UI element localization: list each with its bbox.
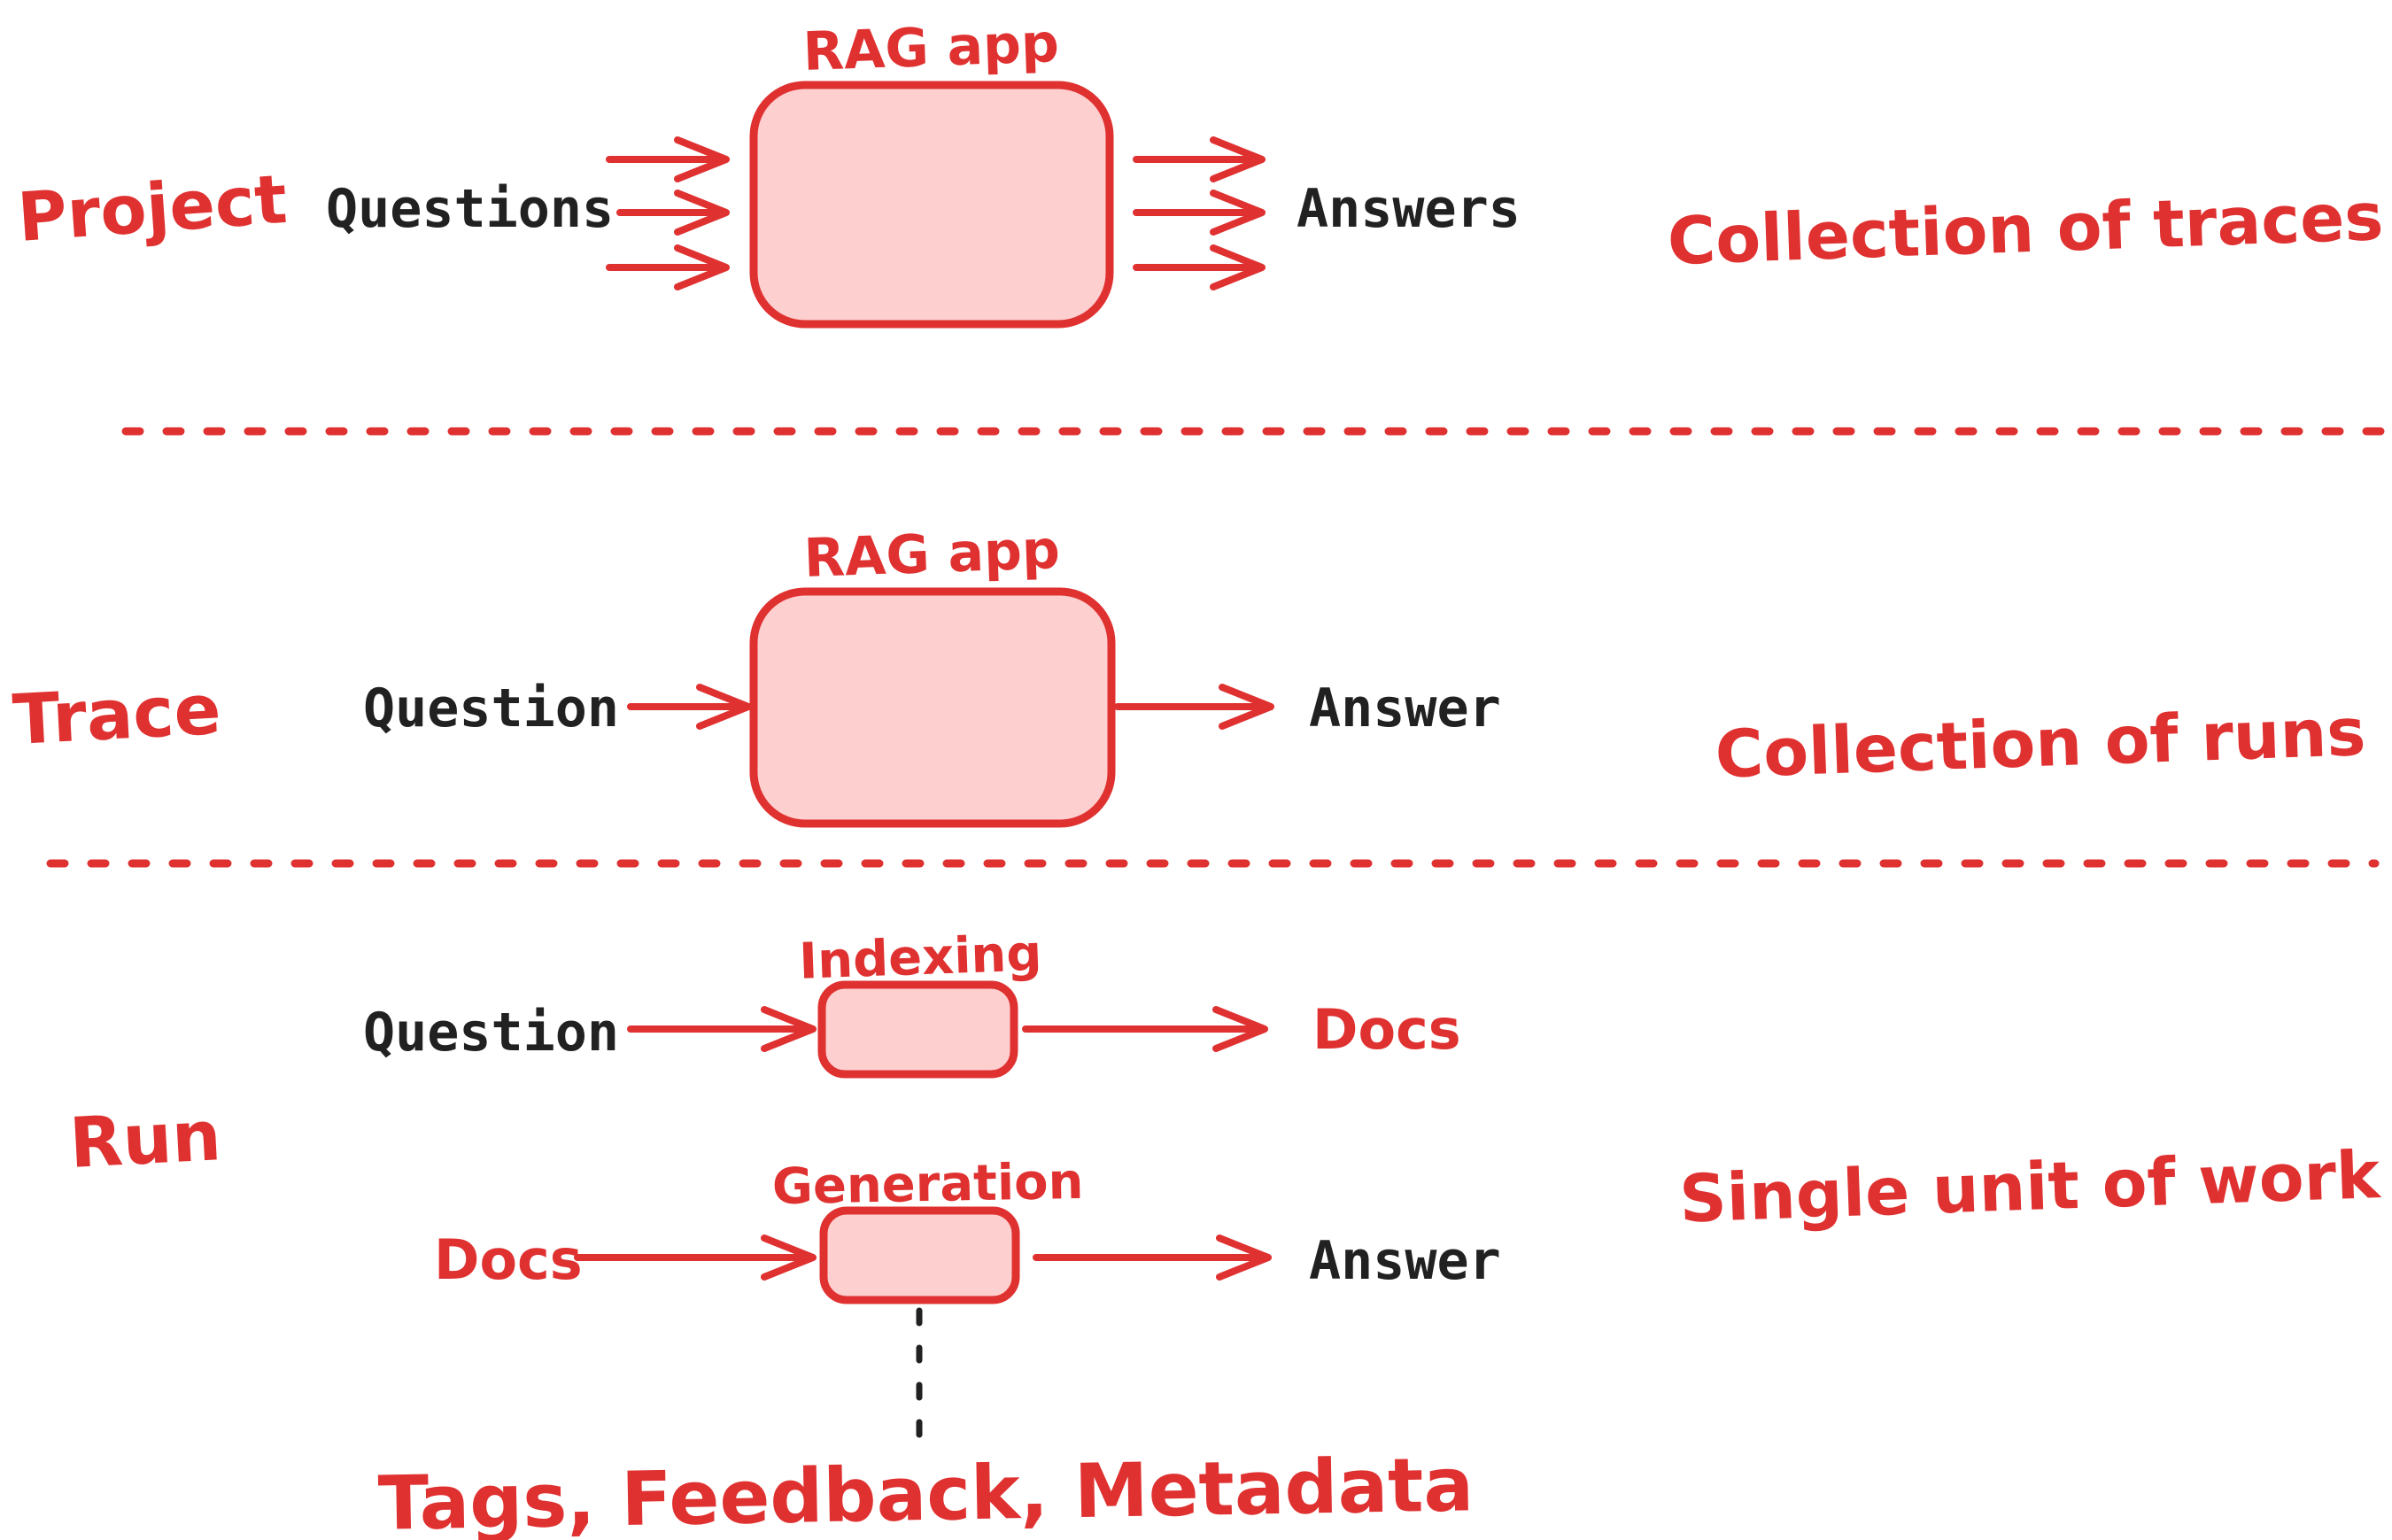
output-arrow bbox=[1133, 244, 1266, 290]
input-arrow bbox=[616, 190, 730, 236]
project-row: Project Questions RAG app Answers Collec… bbox=[15, 12, 2385, 329]
run-row-label: Run bbox=[67, 1096, 223, 1184]
run-row: Run Question Indexing Docs Docs Generati… bbox=[67, 925, 2382, 1540]
run-annotation: Tags, Feedback, Metadata bbox=[377, 1441, 1475, 1540]
project-description: Collection of traces bbox=[1666, 179, 2384, 280]
input-arrow bbox=[627, 684, 752, 730]
input-arrow bbox=[627, 1006, 817, 1052]
project-row-label: Project bbox=[15, 159, 290, 257]
run-description: Single unit of work bbox=[1678, 1137, 2383, 1238]
rag-app-title: RAG app bbox=[802, 12, 1060, 83]
output-arrow bbox=[1022, 1006, 1268, 1052]
trace-input-label: Question bbox=[363, 677, 619, 739]
generation-output-label: Answer bbox=[1309, 1230, 1501, 1292]
output-arrow bbox=[1133, 136, 1266, 182]
indexing-title: Indexing bbox=[798, 925, 1042, 991]
trace-row-label: Trace bbox=[11, 670, 222, 761]
docs-output-label: Docs bbox=[1312, 997, 1461, 1062]
output-arrow bbox=[1114, 684, 1274, 730]
output-arrow bbox=[1033, 1234, 1272, 1281]
indexing-flow: Question Indexing Docs bbox=[363, 925, 1461, 1079]
trace-description: Collection of runs bbox=[1714, 694, 2366, 793]
input-arrow bbox=[606, 136, 730, 182]
docs-input-label: Docs bbox=[434, 1227, 583, 1292]
rag-app-box bbox=[749, 587, 1116, 828]
project-output-label: Answers bbox=[1297, 178, 1521, 240]
project-input-label: Questions bbox=[326, 178, 614, 240]
input-arrow bbox=[574, 1234, 817, 1281]
rag-app-title: RAG app bbox=[803, 519, 1061, 590]
indexing-box bbox=[817, 980, 1018, 1079]
generation-title: Generation bbox=[771, 1153, 1084, 1216]
rag-app-box bbox=[749, 81, 1114, 329]
input-arrow bbox=[606, 244, 730, 290]
generation-box bbox=[819, 1206, 1020, 1304]
generation-flow: Docs Generation Answer bbox=[434, 1153, 1501, 1304]
trace-output-label: Answer bbox=[1309, 677, 1501, 739]
indexing-input-label: Question bbox=[363, 1002, 619, 1064]
output-arrow bbox=[1133, 190, 1266, 236]
trace-row: Trace Question RAG app Answer Collection… bbox=[11, 519, 2367, 828]
